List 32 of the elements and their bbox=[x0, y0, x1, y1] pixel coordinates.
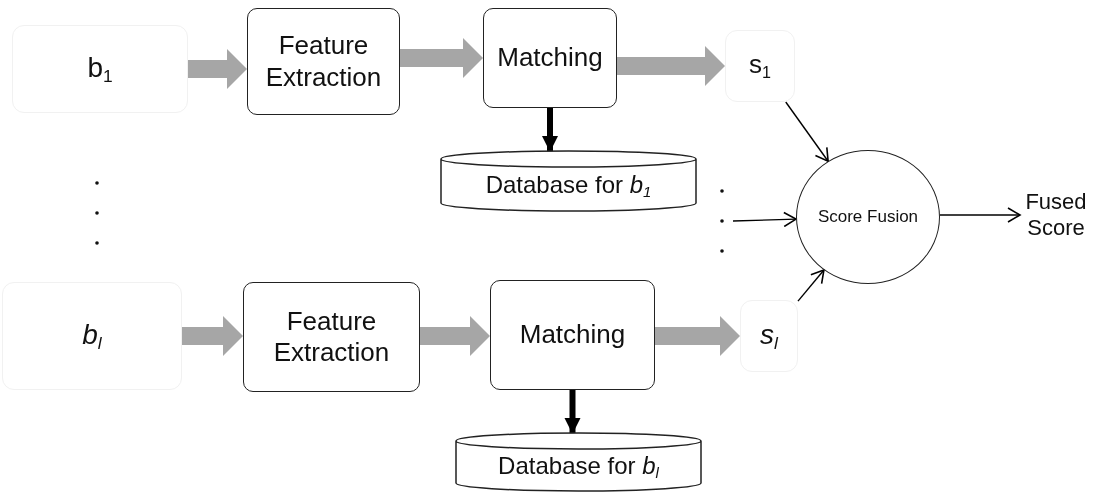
node-label: Score Fusion bbox=[817, 206, 919, 228]
process-box bbox=[483, 8, 617, 108]
input-box bbox=[2, 282, 182, 390]
block-arrow bbox=[400, 38, 483, 78]
arrow bbox=[732, 211, 797, 228]
process-box bbox=[247, 8, 400, 115]
block-arrow bbox=[420, 316, 490, 356]
node-label: s$_{1}$ bbox=[749, 49, 771, 83]
process-box bbox=[243, 282, 420, 392]
node-label: s$_{l}$ bbox=[760, 318, 778, 354]
node-label: Matching bbox=[519, 319, 626, 351]
output-label: Fused Score bbox=[1024, 188, 1088, 242]
node-label: Database for b$_{1}$ bbox=[485, 171, 652, 203]
node-label: b$_{1}$ bbox=[87, 51, 113, 87]
arrow bbox=[785, 101, 829, 162]
score-box bbox=[740, 300, 798, 372]
block-arrow bbox=[655, 316, 740, 356]
block-arrow bbox=[188, 49, 247, 89]
score-box bbox=[725, 30, 795, 102]
node-label: Feature Extraction bbox=[272, 305, 391, 369]
arrow bbox=[939, 207, 1021, 223]
node-label: Matching bbox=[497, 42, 603, 74]
block-arrow bbox=[182, 316, 243, 356]
arrow bbox=[564, 390, 581, 434]
node-label: b$_{l}$ bbox=[82, 318, 102, 354]
block-arrow bbox=[617, 46, 725, 86]
process-box bbox=[490, 280, 655, 390]
node-label: Database for b$_{l}$ bbox=[498, 452, 659, 484]
arrow bbox=[797, 269, 825, 302]
node-label: Feature Extraction bbox=[264, 30, 383, 93]
input-box bbox=[12, 25, 188, 113]
arrow bbox=[542, 108, 558, 152]
